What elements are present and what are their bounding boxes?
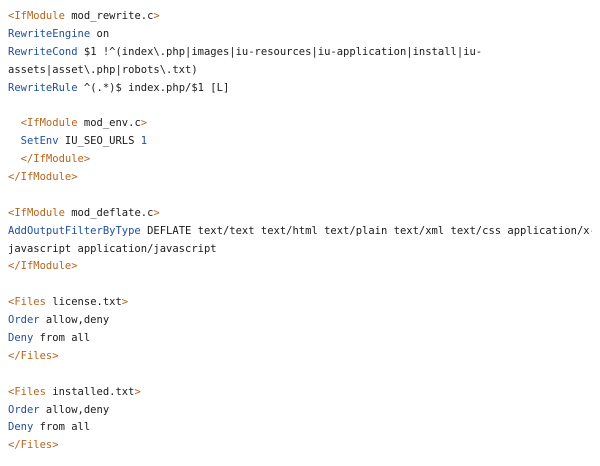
code-tag: > (153, 10, 160, 22)
code-directive: RewriteCond (8, 45, 78, 58)
code-line: <Files installed.txt> (8, 384, 592, 402)
code-text: mod_rewrite.c (64, 10, 154, 22)
code-tag: > (121, 296, 129, 309)
code-line: </IfModule> (8, 169, 592, 187)
code-tag: </Files> (8, 349, 59, 362)
code-directive: Deny (8, 332, 34, 345)
code-line: RewriteRule ^(.*)$ index.php/$1 [L] (8, 80, 592, 98)
code-text: javascript application/javascript (8, 242, 217, 255)
code-text: mod_env.c (77, 117, 141, 130)
code-line: Order allow,deny (8, 402, 592, 420)
code-line: </IfModule> (8, 151, 592, 169)
code-text: from all (33, 421, 91, 434)
code-text: assets|asset\.php|robots\.txt) (8, 63, 198, 76)
blank-line (8, 276, 592, 294)
code-line: RewriteCond $1 !^(index\.php|images|iu-r… (8, 44, 592, 62)
code-tag: <Files (8, 385, 46, 398)
code-text: allow,deny (39, 403, 110, 416)
code-directive: RewriteEngine (8, 27, 91, 40)
code-text: mod_deflate.c (64, 206, 154, 219)
code-tag: </IfModule> (8, 260, 78, 273)
htaccess-code-listing: <IfModule mod_rewrite.c>RewriteEngine on… (8, 8, 592, 455)
code-tag: </IfModule> (8, 153, 91, 166)
code-text: DEFLATE text/text text/html text/plain t… (140, 224, 592, 237)
code-line: <IfModule mod_rewrite.c> (8, 8, 592, 26)
code-line: Deny from all (8, 330, 592, 348)
code-line: assets|asset\.php|robots\.txt) (8, 62, 592, 80)
code-tag: </Files> (8, 439, 59, 452)
code-tag: > (153, 206, 160, 219)
code-text: on (90, 27, 110, 40)
code-tag: <Files (8, 296, 46, 309)
code-number: 1 (140, 135, 148, 148)
code-line: Deny from all (8, 419, 592, 437)
code-directive: Order (8, 403, 40, 416)
code-text: IU_SEO_URLS (58, 135, 141, 148)
blank-line (8, 187, 592, 205)
blank-line (8, 97, 592, 115)
code-text: ^(.*)$ index.php/$1 [L] (77, 81, 230, 94)
code-text: from all (33, 332, 91, 345)
code-text: $1 !^(index\.php|images|iu-resources|iu-… (77, 45, 483, 58)
code-line: SetEnv IU_SEO_URLS 1 (8, 133, 592, 151)
code-directive: SetEnv (8, 135, 59, 148)
code-text: allow,deny (39, 314, 110, 327)
code-line: <IfModule mod_env.c> (8, 115, 592, 133)
code-line: <Files license.txt> (8, 294, 592, 312)
code-tag: <IfModule (8, 10, 65, 22)
code-directive: Order (8, 314, 40, 327)
code-text: installed.txt (45, 385, 135, 398)
code-line: <IfModule mod_deflate.c> (8, 205, 592, 223)
code-tag: </IfModule> (8, 171, 78, 184)
code-line: </Files> (8, 348, 592, 366)
code-line: RewriteEngine on (8, 26, 592, 44)
code-tag: <IfModule (8, 206, 65, 219)
code-tag: <IfModule (8, 117, 78, 130)
code-tag: > (140, 117, 148, 130)
code-line: Order allow,deny (8, 312, 592, 330)
code-directive: RewriteRule (8, 81, 78, 94)
blank-line (8, 366, 592, 384)
code-line: AddOutputFilterByType DEFLATE text/text … (8, 223, 592, 241)
code-line: </Files> (8, 437, 592, 455)
code-line: </IfModule> (8, 258, 592, 276)
code-directive: Deny (8, 421, 34, 434)
code-text: license.txt (45, 296, 122, 309)
code-line: javascript application/javascript (8, 241, 592, 259)
code-directive: AddOutputFilterByType (8, 224, 141, 237)
code-tag: > (134, 385, 141, 398)
